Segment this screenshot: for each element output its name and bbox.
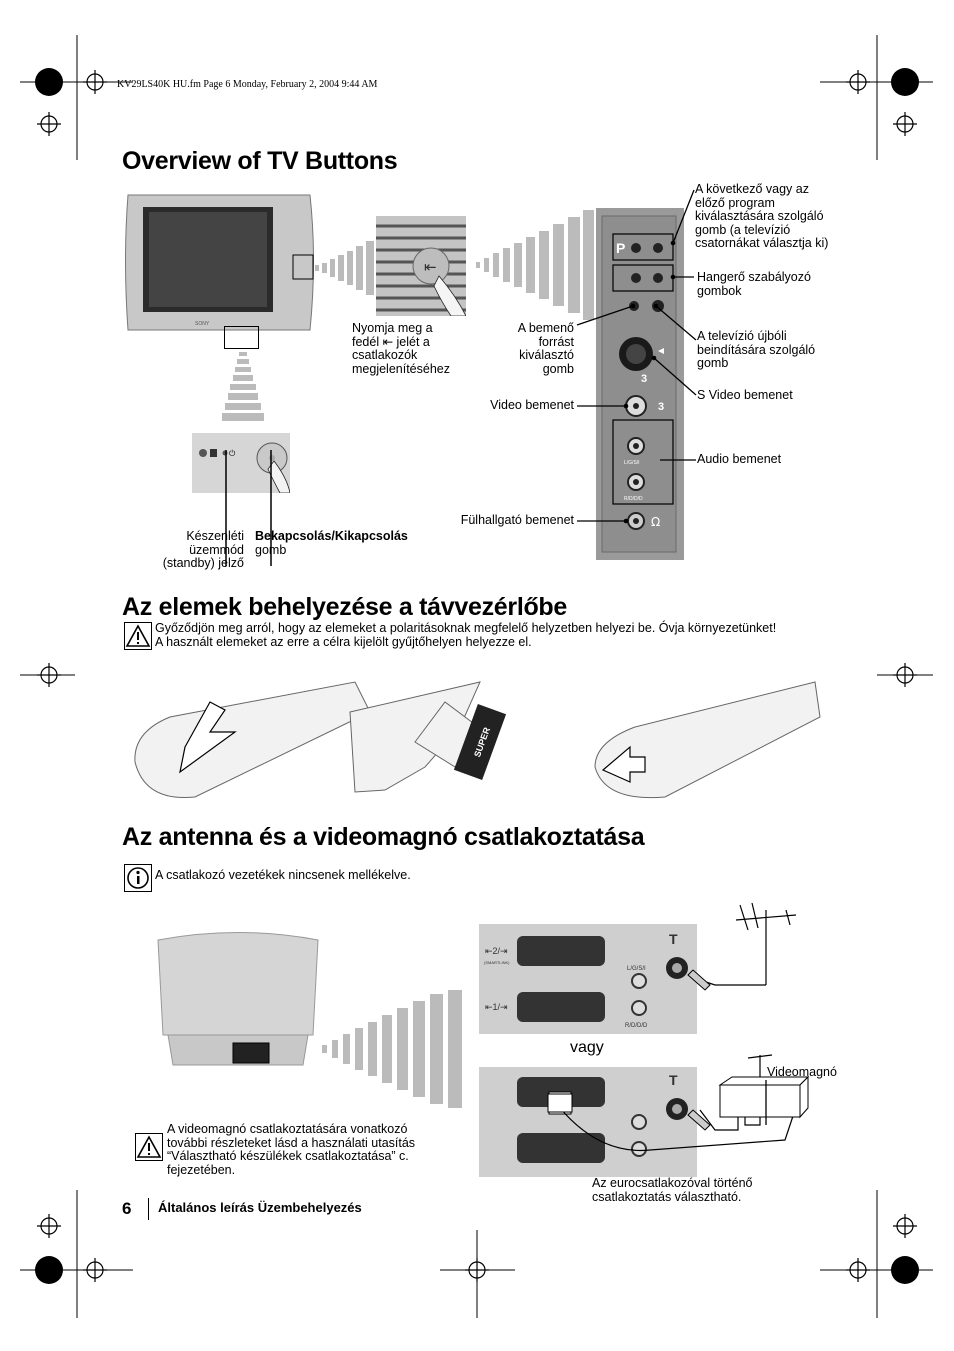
svg-text:L/G/S/I: L/G/S/I bbox=[624, 460, 640, 466]
cover-photo: ⇤ bbox=[376, 216, 467, 317]
page-number: 6 bbox=[122, 1199, 132, 1218]
connection-panel-antenna: ⇤2/⇥ ⇤1/⇥ (SMARTLINK) L/G/S/I R/D/D/D T bbox=[479, 924, 697, 1034]
info-icon bbox=[124, 864, 152, 892]
label-headphone: Fülhallgató bemenet bbox=[460, 513, 574, 527]
section-title-tv-buttons: Overview of TV Buttons bbox=[122, 147, 398, 175]
tv-back-photo bbox=[153, 925, 323, 1070]
file-header: KV29LS40K HU.fm Page 6 Monday, February … bbox=[117, 79, 378, 90]
vcr-warning-icon bbox=[135, 1133, 163, 1161]
battery-warning-text: Győződjön meg arról, hogy az elemeket a … bbox=[155, 621, 845, 649]
zoom-beam-cover bbox=[315, 241, 374, 295]
label-program-select: A következő vagy az előző program kivála… bbox=[695, 182, 829, 250]
svg-text:SONY: SONY bbox=[195, 321, 210, 327]
battery-warning-line2: A használt elemeket az erre a célra kije… bbox=[155, 634, 532, 649]
svg-text:⇤: ⇤ bbox=[424, 258, 437, 276]
footer-divider bbox=[148, 1198, 149, 1220]
label-input-select: A bemenő forrást kiválasztó gomb bbox=[517, 321, 574, 376]
scart1-label: ⇤1/⇥ bbox=[485, 1002, 508, 1012]
tv-front-illustration: SONY bbox=[125, 194, 314, 331]
zoom-beam-down bbox=[222, 352, 264, 421]
svg-text:T: T bbox=[669, 1072, 678, 1088]
footer-text: Általános leírás Üzembehelyezés bbox=[158, 1200, 362, 1215]
label-audio-in: Audio bemenet bbox=[697, 452, 782, 466]
tv-front-button-box bbox=[224, 326, 259, 349]
zoom-beam-back bbox=[322, 990, 462, 1108]
vcr-warning-text: A videomagnó csatlakoztatására vonatkozó… bbox=[167, 1122, 416, 1177]
svg-text:R/D/D/D: R/D/D/D bbox=[624, 496, 643, 502]
label-power: Bekapcsolás/Kikapcsolás gomb bbox=[255, 529, 430, 557]
connection-panel-vcr: T bbox=[479, 1067, 697, 1177]
svg-text:⏻: ⏻ bbox=[229, 449, 236, 458]
control-panel-photo: P 3 3 L/G/S/I R/D/D/D Ω bbox=[596, 208, 684, 560]
rddd-label: R/D/D/D bbox=[625, 1023, 648, 1029]
svg-text:3: 3 bbox=[658, 401, 664, 413]
remote-battery-illustrations: SUPER bbox=[134, 681, 821, 799]
info-text: A csatlakozó vezetékek nincsenek melléke… bbox=[155, 868, 411, 882]
svg-text:Ω: Ω bbox=[651, 515, 660, 529]
smartlink-label: (SMARTLINK) bbox=[484, 960, 510, 965]
lgsi-label: L/G/S/I bbox=[627, 966, 646, 972]
or-label: vagy bbox=[570, 1039, 604, 1056]
label-open-cover: Nyomja meg a fedél ⇤ jelét a csatlakozók… bbox=[352, 321, 450, 376]
warning-icon bbox=[124, 622, 152, 650]
standby-leader-lines bbox=[225, 450, 272, 566]
label-s-video: S Video bemenet bbox=[697, 388, 793, 402]
scart2-label: ⇤2/⇥ bbox=[485, 946, 508, 956]
section-title-batteries: Az elemek behelyezése a távvezérlőbe bbox=[122, 593, 568, 621]
label-restart: A televízió újbóli beindítására szolgáló… bbox=[697, 329, 816, 370]
label-power-bold: Bekapcsolás/Kikapcsolás bbox=[255, 529, 408, 543]
svg-text:P: P bbox=[616, 240, 625, 256]
panel-leader-lines bbox=[576, 189, 697, 524]
zoom-beam-panel bbox=[476, 210, 594, 320]
svg-text:T: T bbox=[669, 931, 678, 947]
label-video-in: Video bemenet bbox=[490, 398, 574, 412]
battery-warning-line1: Győződjön meg arról, hogy az elemeket a … bbox=[155, 621, 777, 635]
svg-text:3: 3 bbox=[641, 373, 647, 385]
euro-connection-note: Az eurocsatlakozóval történő csatlakozta… bbox=[592, 1176, 753, 1204]
label-power-rest: gomb bbox=[255, 542, 287, 557]
section-title-antenna-vcr: Az antenna és a videomagnó csatlakoztatá… bbox=[122, 823, 645, 851]
label-standby-led: Készenléti üzemmód (standby) jelző bbox=[162, 529, 244, 570]
label-volume: Hangerő szabályozó gombok bbox=[697, 270, 811, 298]
vcr-label: Videomagnó bbox=[767, 1065, 837, 1079]
